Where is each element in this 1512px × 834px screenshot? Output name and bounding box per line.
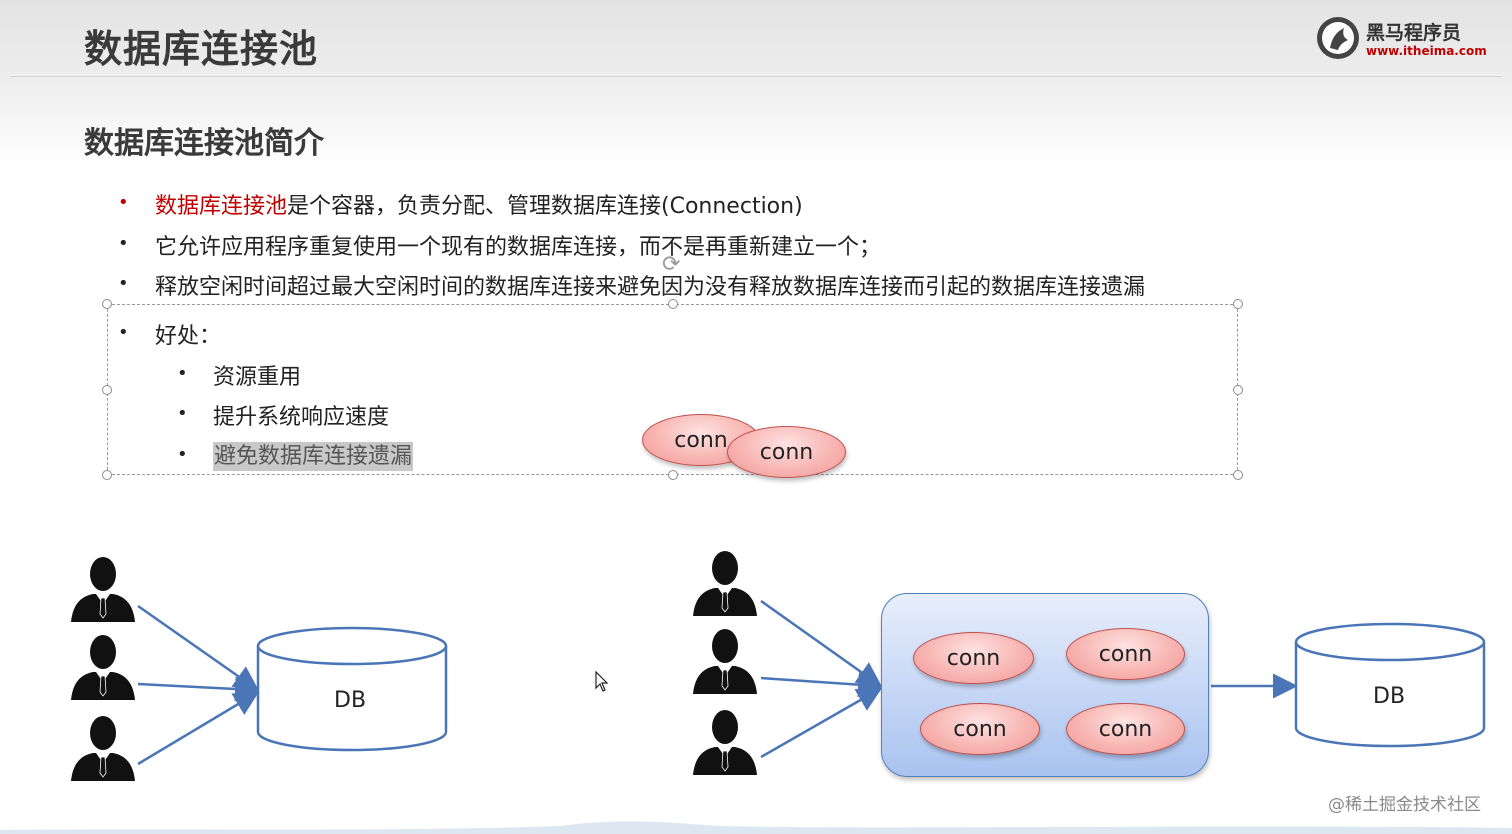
- brand-logo: 黑马程序员 www.itheima.com: [1314, 14, 1487, 64]
- user-icon: [692, 628, 758, 695]
- request-arrow: [760, 672, 883, 698]
- sub-bullet-item: 资源重用: [213, 365, 302, 390]
- resize-handle[interactable]: [668, 299, 678, 309]
- sub-bullet-dot: •: [177, 363, 188, 384]
- pool-conn-ellipse: conn: [1066, 628, 1185, 680]
- bullet-dot: •: [118, 192, 129, 213]
- resize-handle[interactable]: [102, 299, 112, 309]
- resize-handle[interactable]: [1233, 385, 1243, 395]
- resize-handle[interactable]: [668, 470, 678, 480]
- bullet-item: 数据库连接池是个容器，负责分配、管理数据库连接(Connection): [155, 188, 803, 220]
- request-arrow: [137, 691, 260, 766]
- request-arrow: [137, 676, 260, 702]
- sub-bullet-item: 提升系统响应速度: [213, 405, 390, 430]
- request-arrow: [760, 687, 883, 759]
- db-label: DB: [1373, 684, 1406, 709]
- bullet-dot: •: [118, 322, 129, 343]
- user-icon: [70, 634, 136, 701]
- resize-handle[interactable]: [102, 470, 112, 480]
- user-icon: [692, 550, 758, 617]
- header-background: [0, 0, 1512, 170]
- conn-ellipse[interactable]: conn: [727, 426, 846, 478]
- user-icon: [692, 709, 758, 776]
- section-subtitle: 数据库连接池简介: [84, 126, 324, 161]
- decorative-wave: [0, 821, 1512, 834]
- bullet-item: 释放空闲时间超过最大空闲时间的数据库连接来避免因为没有释放数据库连接而引起的数据…: [155, 275, 1146, 300]
- sub-bullet-item: 避免数据库连接遗漏: [213, 438, 414, 471]
- database-cylinder-icon: [1294, 622, 1486, 748]
- brand-name: 黑马程序员: [1366, 22, 1462, 44]
- rotate-handle-icon[interactable]: ⟳: [662, 252, 681, 277]
- sub-bullet-dot: •: [177, 403, 188, 424]
- user-icon: [70, 556, 136, 623]
- bullet-dot: •: [118, 233, 129, 254]
- slide-title: 数据库连接池: [84, 27, 319, 71]
- database-cylinder-icon: [256, 626, 448, 752]
- selected-text[interactable]: 避免数据库连接遗漏: [213, 442, 414, 471]
- bullet-text: 是个容器，负责分配、管理数据库连接(Connection): [287, 194, 803, 219]
- bullet-item: 好处：: [155, 324, 222, 349]
- bullet-item: 它允许应用程序重复使用一个现有的数据库连接，而不是再重新建立一个；: [155, 235, 882, 260]
- header-divider: [10, 76, 1502, 77]
- bullet-highlight-text: 数据库连接池: [155, 194, 288, 219]
- request-arrow: [760, 599, 883, 687]
- watermark-text: @稀土掘金技术社区: [1328, 795, 1481, 815]
- brand-url: www.itheima.com: [1366, 44, 1487, 58]
- resize-handle[interactable]: [1233, 470, 1243, 480]
- user-icon: [70, 715, 136, 782]
- pool-conn-ellipse: conn: [913, 632, 1034, 684]
- request-arrow: [137, 604, 260, 691]
- pool-conn-ellipse: conn: [1066, 703, 1185, 755]
- pool-conn-ellipse: conn: [920, 703, 1040, 755]
- resize-handle[interactable]: [102, 385, 112, 395]
- horse-logo-icon: [1317, 17, 1359, 59]
- sub-bullet-dot: •: [177, 444, 188, 465]
- resize-handle[interactable]: [1233, 299, 1243, 309]
- bullet-dot: •: [118, 273, 129, 294]
- mouse-cursor-icon: [595, 671, 609, 692]
- db-label: DB: [334, 688, 367, 713]
